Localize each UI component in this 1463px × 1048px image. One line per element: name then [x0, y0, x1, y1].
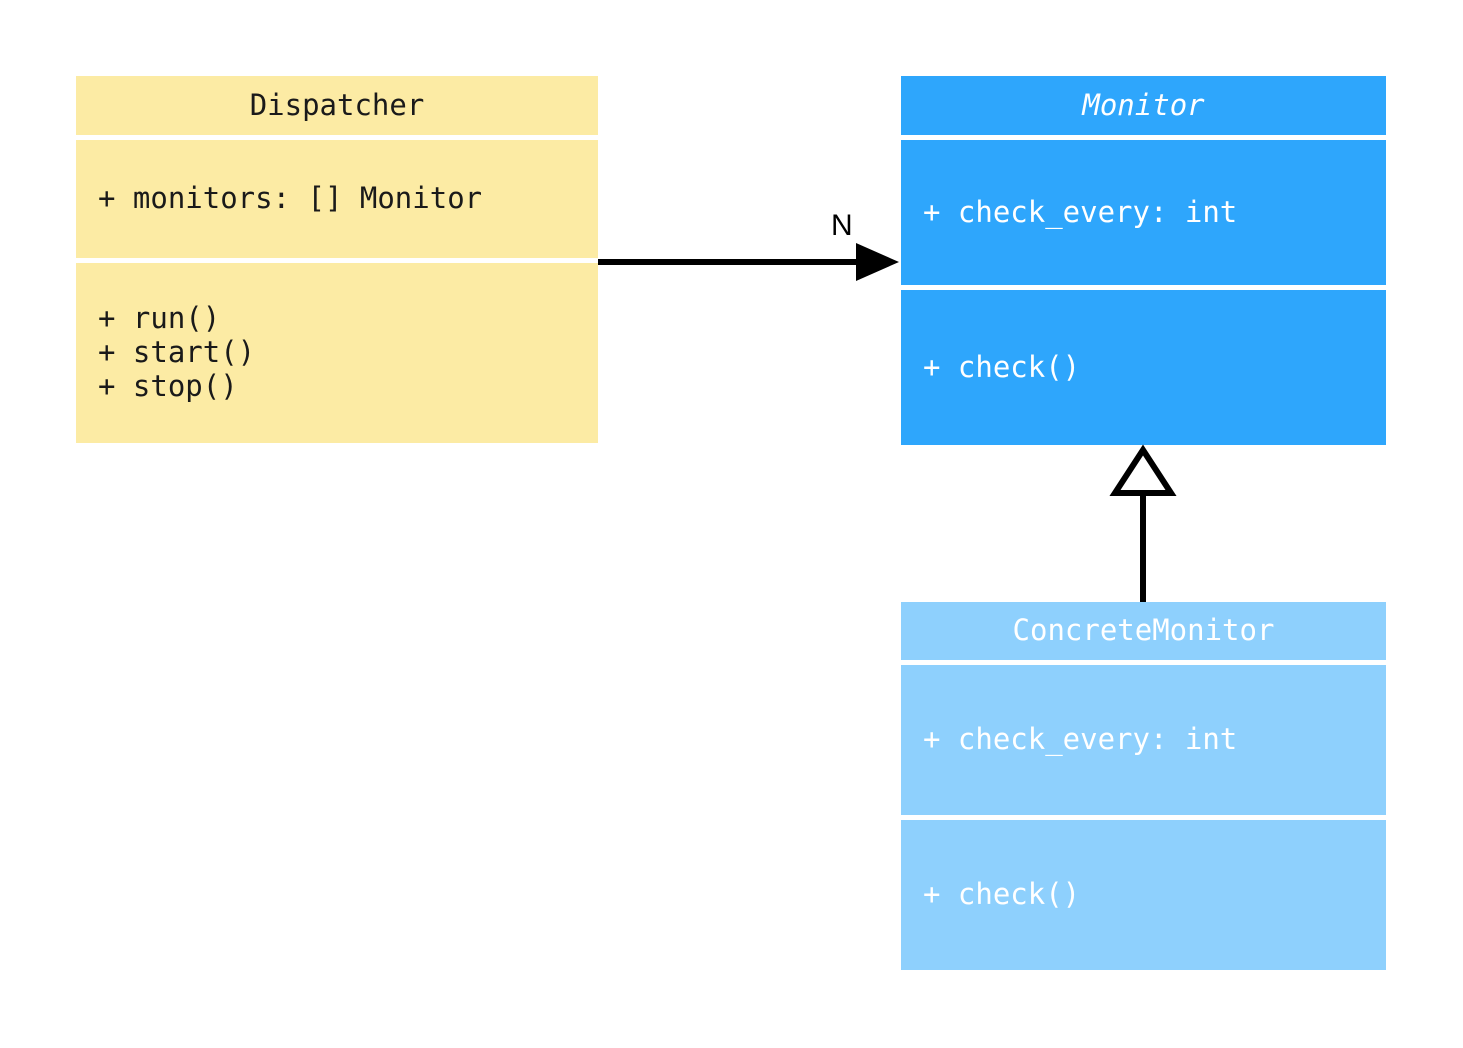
class-divider	[901, 815, 1386, 820]
operation-row: + check()	[923, 877, 1081, 912]
class-divider	[76, 135, 598, 140]
generalization-concrete-monitor-monitor[interactable]	[1109, 444, 1177, 602]
class-divider	[901, 285, 1386, 290]
operation-row: + stop()	[98, 368, 238, 403]
hollow-triangle-arrowhead-icon	[1109, 444, 1177, 496]
attributes-compartment-monitor: + check_every: int	[901, 140, 1386, 285]
operation-row: + run()	[98, 301, 221, 336]
class-title-monitor: Monitor	[901, 76, 1386, 135]
operations-compartment-dispatcher: + run() + start() + stop()	[76, 263, 598, 443]
class-box-dispatcher[interactable]: Dispatcher + monitors: [] Monitor + run(…	[76, 76, 598, 443]
operations-compartment-monitor: + check()	[901, 290, 1386, 445]
class-title-concrete-monitor: ConcreteMonitor	[901, 602, 1386, 660]
class-title-dispatcher: Dispatcher	[76, 76, 598, 135]
class-divider	[901, 135, 1386, 140]
filled-triangle-arrowhead-icon	[856, 243, 899, 281]
class-divider	[76, 258, 598, 263]
operation-row: + start()	[98, 335, 256, 370]
operation-row: + check()	[923, 349, 1081, 384]
class-divider	[901, 660, 1386, 665]
operations-compartment-concrete-monitor: + check()	[901, 820, 1386, 970]
class-box-monitor[interactable]: Monitor + check_every: int + check()	[901, 76, 1386, 445]
attribute-row: + check_every: int	[923, 194, 1238, 229]
attributes-compartment-dispatcher: + monitors: [] Monitor	[76, 140, 598, 258]
attribute-row: + monitors: [] Monitor	[98, 181, 483, 216]
attribute-row: + check_every: int	[923, 722, 1238, 757]
association-dispatcher-monitor[interactable]	[598, 243, 899, 281]
association-label-n: N	[831, 209, 853, 242]
attributes-compartment-concrete-monitor: + check_every: int	[901, 665, 1386, 815]
class-box-concrete-monitor[interactable]: ConcreteMonitor + check_every: int + che…	[901, 602, 1386, 970]
